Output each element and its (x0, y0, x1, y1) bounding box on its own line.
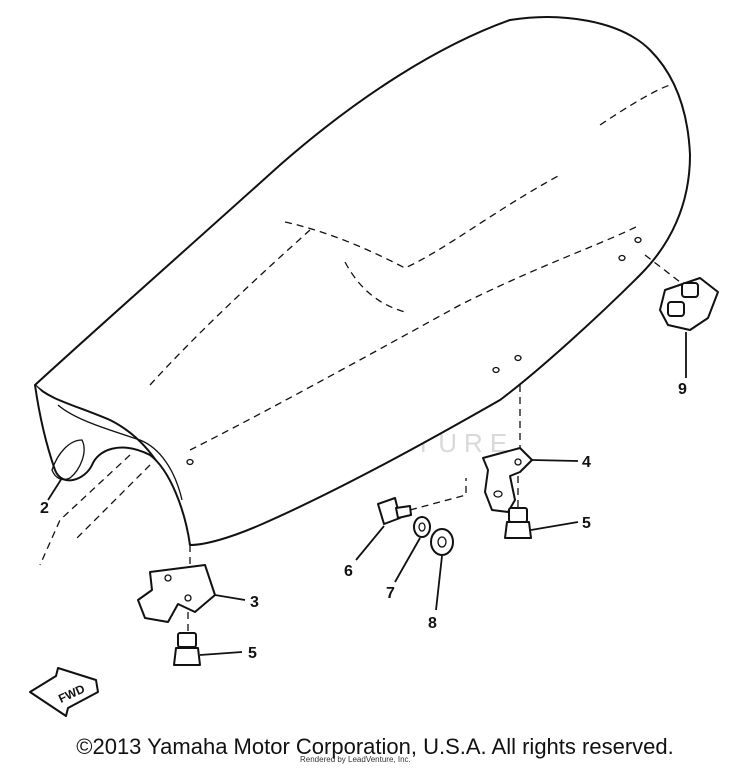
callout-2: 2 (40, 500, 49, 517)
seat-hole (492, 366, 500, 374)
callout-4: 4 (582, 454, 591, 471)
callout-9: 9 (678, 381, 687, 398)
callout-3: 3 (250, 594, 259, 611)
seat-rear-cavity (34, 384, 191, 546)
washer-part-7 (413, 516, 431, 538)
seat-hole (618, 254, 626, 262)
callout-5-front: 5 (248, 645, 257, 662)
seat-seam-mid (344, 261, 406, 313)
clip-part-9 (644, 254, 719, 331)
bracket-part-3 (137, 545, 216, 632)
seat-rear-inner-edge (57, 404, 183, 501)
fastener-axis-line (409, 478, 467, 511)
forward-direction-arrow-icon: FWD (29, 667, 99, 717)
callout-8: 8 (428, 615, 437, 632)
callout-7: 7 (386, 585, 395, 602)
leader-lines (47, 332, 687, 656)
rendered-by-credit: Rendered by LeadVenture, Inc. (300, 755, 411, 764)
seat-assembly (34, 16, 691, 546)
washer-part-8 (430, 528, 454, 556)
seat-hole (634, 236, 642, 244)
seat-strap-lines (39, 454, 151, 566)
seat-rear-flap (51, 439, 85, 481)
seat-hole (514, 354, 522, 362)
bracket-part-4 (482, 385, 533, 513)
callout-6: 6 (344, 563, 353, 580)
callout-5-rear: 5 (582, 515, 591, 532)
seat-hole (186, 458, 194, 466)
seat-seam-side (189, 224, 641, 451)
seat-seam-top (599, 84, 671, 126)
copyright-notice: ©2013 Yamaha Motor Corporation, U.S.A. A… (76, 734, 674, 759)
seat-seam-rear (149, 229, 311, 386)
nut-part-5-front (173, 632, 201, 666)
nut-part-5-rear (504, 507, 532, 539)
bolt-part-6 (377, 497, 412, 525)
